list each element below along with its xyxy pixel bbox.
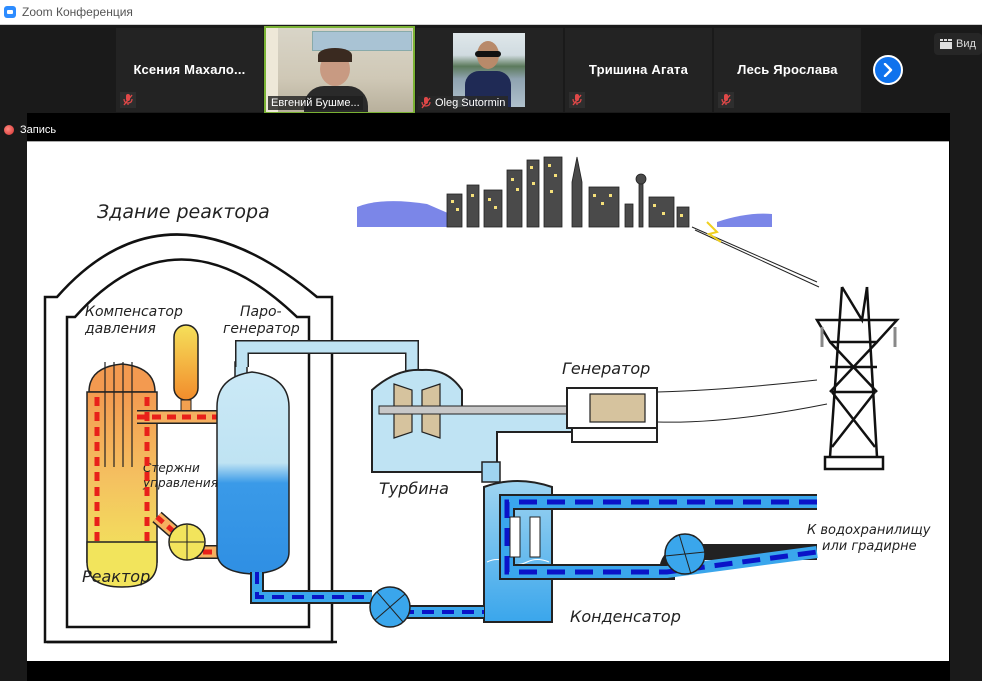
participant-name: Тришина Агата: [588, 62, 689, 77]
view-label: Вид: [956, 38, 976, 50]
next-participants-button[interactable]: [873, 55, 903, 85]
participant-tile[interactable]: Тришина Агата: [565, 28, 712, 112]
label-control-rods-1: Стержни: [143, 461, 200, 475]
mic-muted-icon: [421, 97, 431, 109]
whiteboard-background: [312, 31, 412, 51]
participant-name: Ксения Махало...: [133, 62, 246, 77]
feedwater-pipe: [250, 572, 484, 628]
label-steam-gen-1: Паро-: [240, 304, 282, 320]
label-pressurizer-1: Компенсатор: [85, 304, 183, 320]
lightning-icon: [706, 221, 722, 243]
participant-strip: Ксения Махало... Евгений Бушме... Oleg S…: [0, 25, 982, 114]
mic-muted-icon: [718, 92, 734, 108]
city-windows: [451, 164, 683, 217]
shared-slide: Здание реактора Компенсатор давления Сте…: [27, 141, 949, 661]
steam-generator: [216, 361, 290, 575]
power-pylon: [814, 286, 900, 471]
recording-label: Запись: [20, 124, 57, 136]
window-title: Zoom Конференция: [22, 5, 133, 19]
record-dot-icon: [4, 125, 14, 135]
participant-tile[interactable]: Лесь Ярослава: [714, 28, 861, 112]
person-hair: [318, 48, 352, 62]
participant-name: Oleg Sutormin: [435, 97, 506, 109]
label-outlet-1: К водохранилищу: [807, 523, 931, 538]
label-condenser: Конденсатор: [570, 607, 681, 626]
chevron-right-icon: [883, 63, 893, 77]
participant-name: Лесь Ярослава: [737, 62, 838, 77]
label-generator: Генератор: [562, 359, 650, 378]
participant-name: Евгений Бушме...: [271, 97, 360, 109]
mic-muted-icon: [569, 92, 585, 108]
label-reactor: Реактор: [82, 567, 150, 586]
steam-pipe: [235, 340, 419, 374]
turbine: [371, 368, 650, 473]
label-control-rods-2: управления: [142, 476, 218, 490]
participant-video[interactable]: Евгений Бушме...: [264, 26, 415, 114]
window-titlebar: Zoom Конференция: [0, 0, 982, 25]
label-pressurizer-2: давления: [84, 321, 156, 337]
mic-muted-icon: [120, 92, 136, 108]
label-steam-gen-2: генератор: [223, 321, 300, 337]
recording-indicator[interactable]: Запись: [4, 124, 56, 136]
npp-diagram: Здание реактора Компенсатор давления Сте…: [43, 156, 931, 644]
window-background: [266, 28, 278, 112]
generator: [566, 379, 828, 443]
participant-label: Oleg Sutormin: [418, 96, 509, 110]
zoom-camera-icon: [4, 6, 16, 18]
control-rods: [104, 362, 133, 467]
label-outlet-2: или градирне: [822, 539, 917, 554]
label-turbine: Турбина: [379, 479, 449, 498]
sunglasses: [475, 51, 501, 57]
participant-label: Евгений Бушме...: [268, 96, 363, 110]
cooling-loop: [499, 494, 818, 580]
pressurizer: [173, 324, 199, 419]
participant-tile[interactable]: Oleg Sutormin: [416, 28, 563, 112]
grid-view-icon: [940, 39, 952, 49]
city-skyline: [357, 156, 820, 288]
participant-tile[interactable]: Ксения Махало...: [116, 28, 263, 112]
view-button[interactable]: Вид: [934, 33, 982, 55]
label-reactor-building: Здание реактора: [97, 201, 270, 223]
